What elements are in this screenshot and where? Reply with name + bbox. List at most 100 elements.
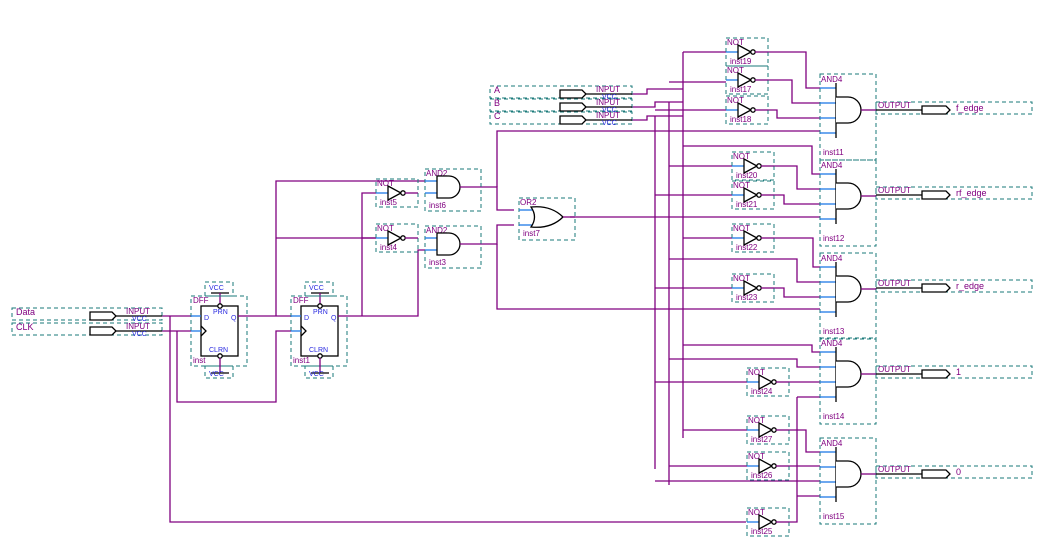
wire xyxy=(347,249,425,317)
pin-type: OUTPUT xyxy=(878,186,911,195)
gate-type: AND4 xyxy=(821,254,843,263)
gate-type: NOT xyxy=(733,152,750,161)
gate-instance: inst15 xyxy=(823,512,845,521)
inversion-bubble xyxy=(756,235,762,241)
gate-instance: inst14 xyxy=(823,412,845,421)
dff-instance: inst xyxy=(193,356,206,365)
and-gate-icon xyxy=(836,182,862,210)
wire xyxy=(176,330,291,403)
and-gate-icon xyxy=(836,360,862,388)
not-gate-inst20[interactable]: NOT inst20 xyxy=(731,151,775,181)
not-gate-icon xyxy=(758,421,774,439)
pin-type: OUTPUT xyxy=(878,279,911,288)
pin-name: 0 xyxy=(956,467,961,477)
q-label: Q xyxy=(331,315,337,322)
and4-gate-inst14[interactable]: AND4 inst14 xyxy=(819,337,877,425)
not-gate-icon xyxy=(743,186,759,204)
gate-type: NOT xyxy=(727,38,744,47)
clrn-bubble xyxy=(317,353,323,359)
gate-instance: inst24 xyxy=(751,387,773,396)
input-pin-icon xyxy=(89,311,117,321)
gate-boundary xyxy=(819,337,877,425)
gate-type: NOT xyxy=(748,508,765,517)
not-gate-icon xyxy=(758,457,774,475)
gate-boundary xyxy=(819,252,877,340)
gate-type: NOT xyxy=(377,179,394,188)
inversion-bubble xyxy=(400,235,406,241)
output-pin-0[interactable]: OUTPUT 0 xyxy=(875,465,1033,479)
pin-type: INPUT xyxy=(126,307,150,316)
gate-instance: inst11 xyxy=(823,148,844,157)
and4-gate-inst13[interactable]: AND4 inst13 xyxy=(819,252,877,340)
wire xyxy=(275,180,425,316)
wire xyxy=(774,165,820,190)
not-gate-icon xyxy=(743,279,759,297)
output-pin-icon xyxy=(921,369,951,379)
wire xyxy=(669,258,820,283)
gate-instance: inst20 xyxy=(736,171,758,180)
gate-instance: inst13 xyxy=(823,327,845,336)
vcc-top-label: VCC xyxy=(309,285,324,292)
gate-instance: inst12 xyxy=(823,234,845,243)
d-label: D xyxy=(204,315,209,322)
pin-type: INPUT xyxy=(596,111,620,120)
gate-type: NOT xyxy=(733,224,750,233)
output-pin-icon xyxy=(921,190,951,200)
not-gate-icon xyxy=(737,43,753,61)
vcc-boundary xyxy=(204,365,234,379)
inversion-bubble xyxy=(771,379,777,385)
not-gate-icon xyxy=(758,373,774,391)
wire xyxy=(774,287,820,298)
gate-instance: inst21 xyxy=(736,200,758,209)
pin-name: 1 xyxy=(956,367,961,377)
clock-triangle-icon xyxy=(200,325,207,337)
not-gate-inst19[interactable]: NOT inst19 xyxy=(725,37,769,67)
pin-vcc: VCC xyxy=(132,316,147,323)
clrn-label: CLRN xyxy=(309,347,328,354)
and-gate-icon xyxy=(836,460,862,488)
and-gate-icon xyxy=(836,96,862,124)
not-gate-icon xyxy=(758,513,774,531)
pin-type: OUTPUT xyxy=(878,465,911,474)
inversion-bubble xyxy=(750,77,756,83)
gate-type: NOT xyxy=(733,274,750,283)
wire xyxy=(789,397,798,523)
not-gate-icon xyxy=(743,229,759,247)
gate-instance: inst27 xyxy=(751,435,773,444)
not-gate-icon xyxy=(737,101,753,119)
d-label: D xyxy=(304,315,309,322)
prn-bubble xyxy=(317,303,323,309)
pin-boundary xyxy=(11,322,163,336)
q-label: Q xyxy=(231,315,237,322)
gate-instance: inst19 xyxy=(730,57,752,66)
gate-type: AND4 xyxy=(821,339,843,348)
